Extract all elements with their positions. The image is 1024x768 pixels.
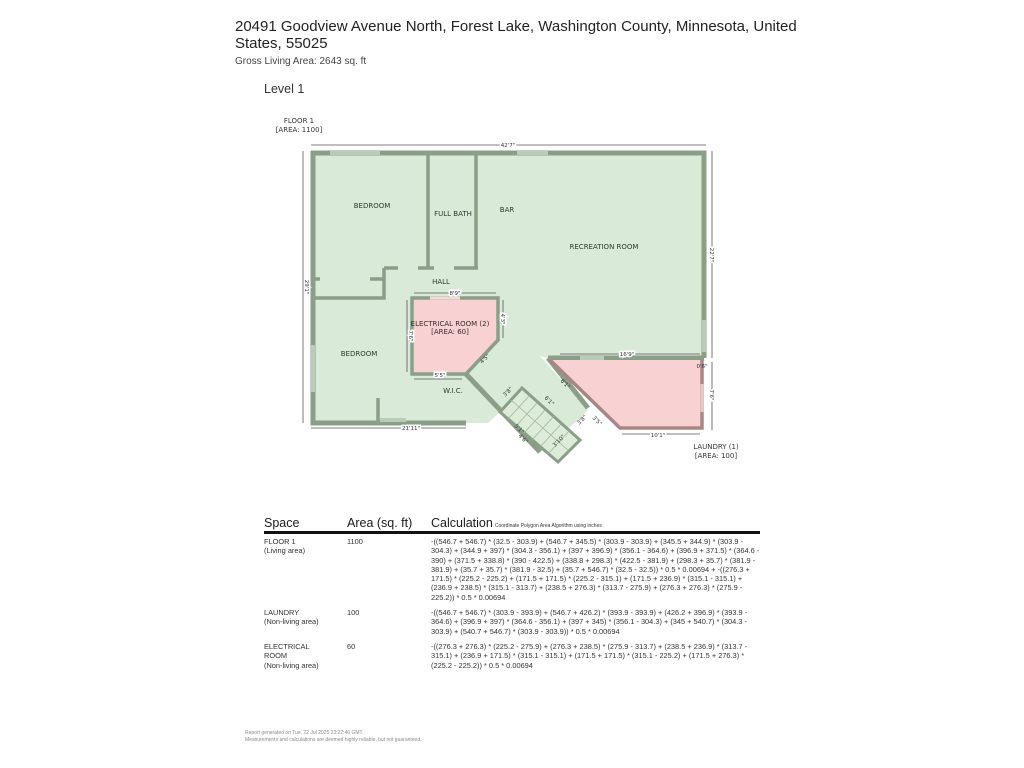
row-space: FLOOR 1 (264, 537, 296, 546)
room-label-laundry: LAUNDRY (1) (693, 443, 739, 451)
row-area: 1100 (347, 537, 363, 546)
stairs (497, 385, 583, 465)
dim-bottom-left: 21'11" (402, 426, 420, 432)
room-label-bedroom-2: BEDROOM (341, 350, 378, 358)
row-type: (Non-living area) (264, 660, 319, 670)
report-disclaimer: Measurements and calculations are deemed… (245, 736, 422, 743)
dim-left: 29'1" (303, 280, 309, 295)
room-label-bedroom-1: BEDROOM (354, 202, 391, 210)
dimension-lines (302, 144, 713, 435)
row-space: ELECTRICAL ROOM (264, 641, 310, 661)
dim-laundry-top: 16'9" (620, 352, 635, 358)
dim-top: 42'7" (501, 143, 516, 149)
room-label-bar: BAR (500, 206, 515, 214)
room-label-wic: W.I.C. (443, 387, 463, 395)
report-generated: Report generated on Tue, 22 Jul 2025 23:… (245, 730, 364, 736)
header-calculation-note: Coordinate Polygon Area Algorithm using … (494, 523, 602, 529)
room-label-electrical: ELECTRICAL ROOM (2) (411, 320, 490, 328)
dim-elec-left: 7'6" (407, 330, 413, 341)
electrical-room (410, 296, 500, 376)
room-labels: BEDROOM FULL BATH BAR RECREATION ROOM HA… (341, 202, 739, 460)
windows (311, 151, 706, 422)
dim-elec-top: 8'9" (449, 291, 460, 297)
row-calculation: -((276.3 + 276.3) * (225.2 - 275.9) + (2… (431, 641, 748, 670)
table-row: FLOOR 1(Living area) 1100 -((546.7 + 546… (264, 534, 760, 602)
dim-corner: 0'6" (696, 364, 707, 370)
room-area-electrical: [AREA: 60] (431, 328, 469, 336)
wic-fill (311, 374, 500, 423)
floor-label: FLOOR 1 (284, 117, 314, 125)
dim-laundry-bottom: 10'1" (651, 433, 666, 439)
table-row: ELECTRICAL ROOM(Non-living area) 60 -((2… (264, 639, 760, 670)
header-calculation-label: Calculation (431, 516, 493, 530)
row-area: 60 (347, 641, 356, 651)
row-calculation: -((546.7 + 546.7) * (303.9 - 393.9) + (5… (431, 608, 748, 636)
dim-right-lower: 7'6" (708, 389, 714, 400)
room-label-recreation-room: RECREATION ROOM (570, 243, 639, 251)
gross-living-area: Gross Living Area: 2643 sq. ft (235, 56, 367, 67)
dim-elec-right: 4'3" (499, 313, 505, 324)
row-type: (Non-living area) (264, 617, 319, 627)
dim-elec-bottom: 5'5" (434, 373, 445, 379)
level-title: Level 1 (264, 82, 305, 96)
floor-area-label: [AREA: 1100] (276, 126, 323, 134)
dimension-labels: 42'7" 29'1" 22'7" 7'6" 21'11" 8'9" 4'3" … (302, 142, 716, 449)
table-row: LAUNDRY(Non-living area) 100 -((546.7 + … (264, 605, 760, 636)
laundry-room (550, 360, 702, 428)
property-address: 20491 Goodview Avenue North, Forest Lake… (235, 18, 797, 52)
header-space: Space (264, 516, 300, 530)
room-label-full-bath: FULL BATH (434, 210, 472, 218)
dim-right-upper: 22'7" (708, 248, 714, 263)
row-space: LAUNDRY (264, 608, 300, 618)
room-label-hall: HALL (432, 278, 450, 286)
row-calculation: -((546.7 + 546.7) * (32.5 - 303.9) + (54… (431, 537, 760, 602)
row-type: (Living area) (264, 546, 306, 556)
header-area: Area (sq. ft) (347, 516, 413, 530)
report-footer: Report generated on Tue, 22 Jul 2025 23:… (245, 730, 422, 743)
interior-walls (313, 153, 478, 423)
room-area-laundry: [AREA: 100] (695, 452, 737, 460)
row-area: 100 (347, 608, 360, 618)
floor-plan: FLOOR 1 [AREA: 1100] (276, 117, 739, 465)
dim-laundry-diag: 3'5" (591, 415, 603, 427)
